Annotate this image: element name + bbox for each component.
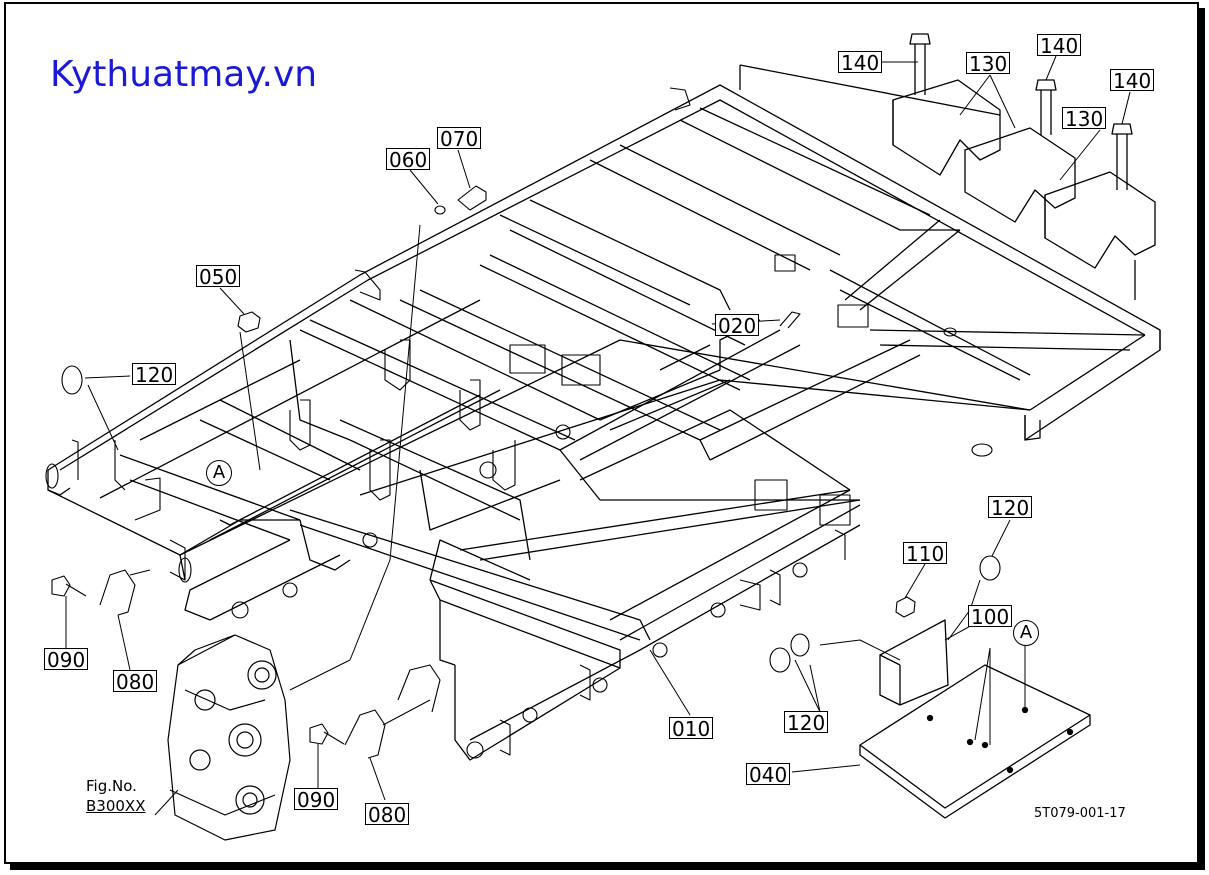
callout-080-bottom: 080 xyxy=(365,803,410,826)
frame-brackets xyxy=(45,87,993,759)
bolts-140 xyxy=(909,33,1133,190)
callout-070: 070 xyxy=(437,127,482,150)
callout-140-left: 140 xyxy=(838,51,883,74)
callout-110: 110 xyxy=(903,542,948,565)
callout-120-left: 120 xyxy=(132,363,177,386)
callout-140-middle: 140 xyxy=(1037,34,1082,57)
frame-shadow-bottom xyxy=(10,864,1205,870)
counterweight-blocks xyxy=(739,64,1156,300)
bottom-plate xyxy=(859,664,1091,819)
callout-100: 100 xyxy=(968,605,1013,628)
callout-130-right: 130 xyxy=(1062,107,1107,130)
callout-060: 060 xyxy=(386,148,431,171)
callout-040: 040 xyxy=(746,763,791,786)
main-frame xyxy=(47,84,1161,761)
frame-shadow-right xyxy=(1199,8,1205,866)
callout-090-left: 090 xyxy=(44,648,89,671)
callout-130-top: 130 xyxy=(966,52,1011,75)
callout-120-bottom: 120 xyxy=(784,711,829,734)
leader-lines xyxy=(65,55,1131,816)
figure-reference-number: B300XX xyxy=(86,797,146,815)
figure-reference-label: Fig.No. xyxy=(86,777,137,795)
view-marker-a-plate: A xyxy=(1013,620,1039,646)
drawing-frame xyxy=(4,2,1199,864)
callout-090-bottom: 090 xyxy=(294,788,339,811)
figure-reference: Fig.No. B300XX xyxy=(86,776,145,816)
callout-010: 010 xyxy=(669,717,714,740)
drawing-number: 5T079-001-17 xyxy=(1034,806,1126,821)
view-marker-a-frame: A xyxy=(206,460,232,486)
transmission-housing xyxy=(167,634,291,841)
hardware-parts xyxy=(51,185,1001,759)
callout-080-left: 080 xyxy=(113,670,158,693)
callout-020: 020 xyxy=(715,314,760,337)
bracket-100 xyxy=(879,619,949,706)
watermark-text: Kythuatmay.vn xyxy=(50,54,318,95)
callout-140-right: 140 xyxy=(1110,69,1155,92)
callout-050: 050 xyxy=(196,265,241,288)
callout-120-right: 120 xyxy=(988,496,1033,519)
